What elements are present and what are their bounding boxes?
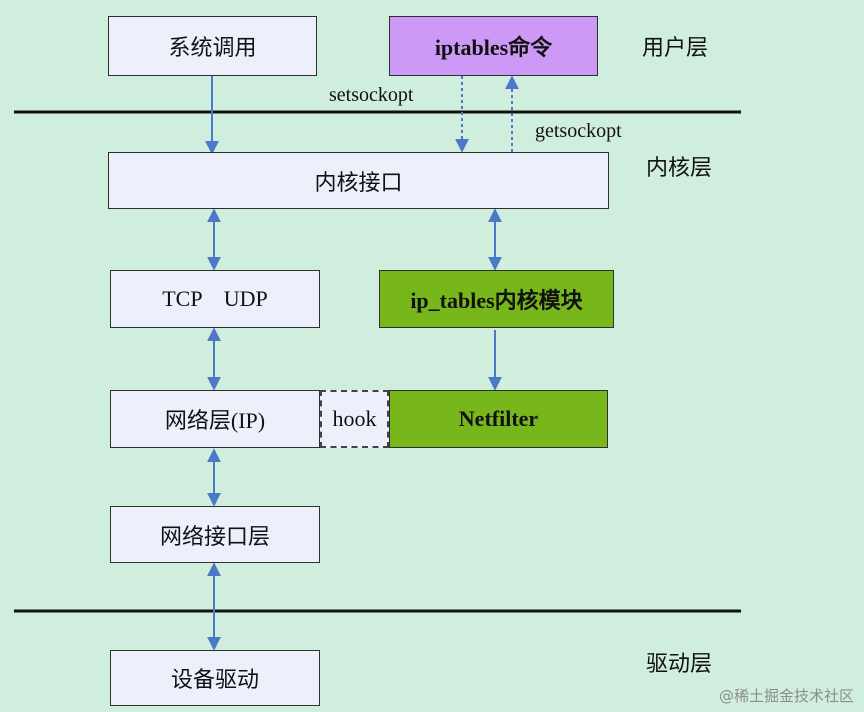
driver-layer-label: 驱动层: [646, 651, 713, 676]
hook-box: hook: [320, 390, 389, 448]
ip-tables-kernel-module-box: ip_tables内核模块: [379, 270, 614, 328]
tcp-udp-box: TCP UDP: [110, 270, 320, 328]
device-driver-box: 设备驱动: [110, 650, 320, 706]
user-layer-label: 用户层: [642, 35, 709, 60]
network-interface-layer-box: 网络接口层: [110, 506, 320, 563]
setsockopt-label: setsockopt: [329, 84, 414, 106]
getsockopt-label: getsockopt: [535, 120, 622, 142]
watermark-text: @稀土掘金技术社区: [718, 687, 854, 705]
kernel-layer-label: 内核层: [646, 155, 713, 180]
network-layer-ip-box: 网络层(IP): [110, 390, 320, 448]
netfilter-box: Netfilter: [389, 390, 608, 448]
system-call-box: 系统调用: [108, 16, 317, 76]
iptables-command-box: iptables命令: [389, 16, 598, 76]
kernel-interface-box: 内核接口: [108, 152, 609, 209]
